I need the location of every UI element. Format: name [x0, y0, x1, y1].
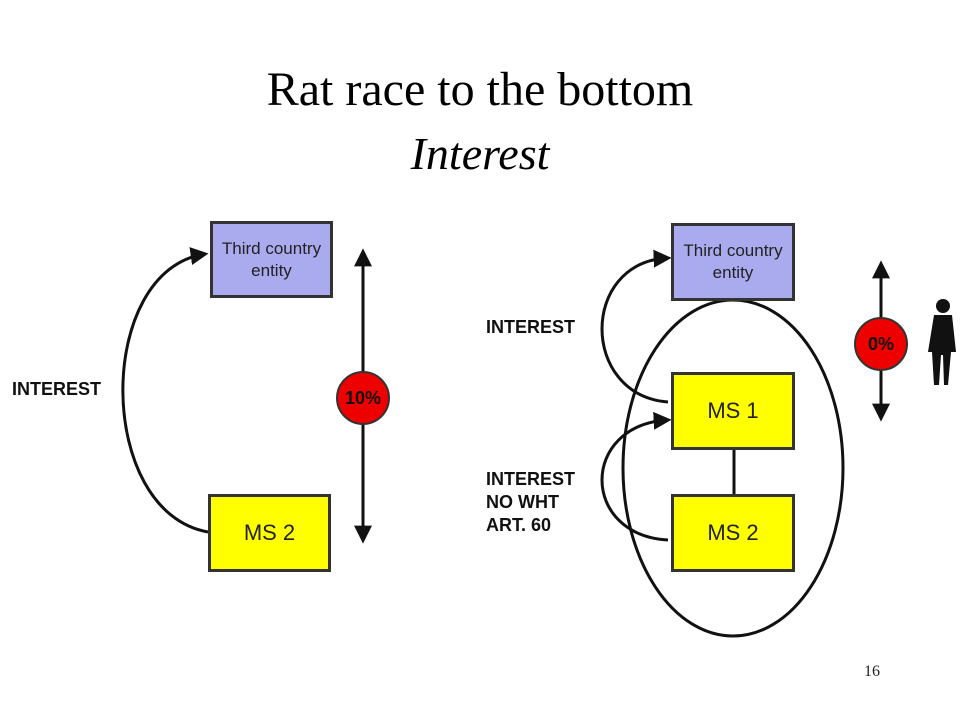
right-interest-label: INTEREST: [486, 317, 576, 337]
right-third-country-label: Third country entity: [683, 241, 783, 282]
businessman-silhouette-icon: [928, 299, 956, 385]
page-number: 16: [864, 663, 880, 680]
right-no-wht-line: NO WHT: [486, 492, 559, 512]
slide-title: Rat race to the bottom: [266, 63, 694, 116]
left-third-country-label: Third country entity: [221, 238, 322, 280]
right-third-country-box: Third country entity: [671, 223, 795, 301]
left-ms2-label: MS 2: [243, 520, 296, 545]
left-interest-label: INTEREST: [12, 379, 102, 399]
right-interest-no-wht-label: INTEREST NO WHT ART. 60: [486, 468, 575, 537]
left-ms2-box: MS 2: [208, 494, 331, 572]
right-ms2-box: MS 2: [671, 494, 795, 572]
slide-subtitle: Interest: [410, 128, 550, 179]
right-interest-arrow: [600, 249, 672, 404]
left-interest-arrow: [121, 247, 209, 534]
right-rate-badge: 0%: [854, 317, 908, 371]
right-interest-line: INTEREST: [486, 469, 576, 489]
right-ms1-box: MS 1: [671, 372, 795, 450]
left-third-country-box: Third country entity: [210, 221, 333, 298]
right-ms1-label: MS 1: [707, 398, 759, 423]
left-rate-badge: 10%: [336, 371, 390, 425]
right-ms2-label: MS 2: [707, 520, 759, 545]
right-interest-no-wht-arrow: [600, 411, 672, 542]
right-art60-line: ART. 60: [486, 515, 552, 535]
